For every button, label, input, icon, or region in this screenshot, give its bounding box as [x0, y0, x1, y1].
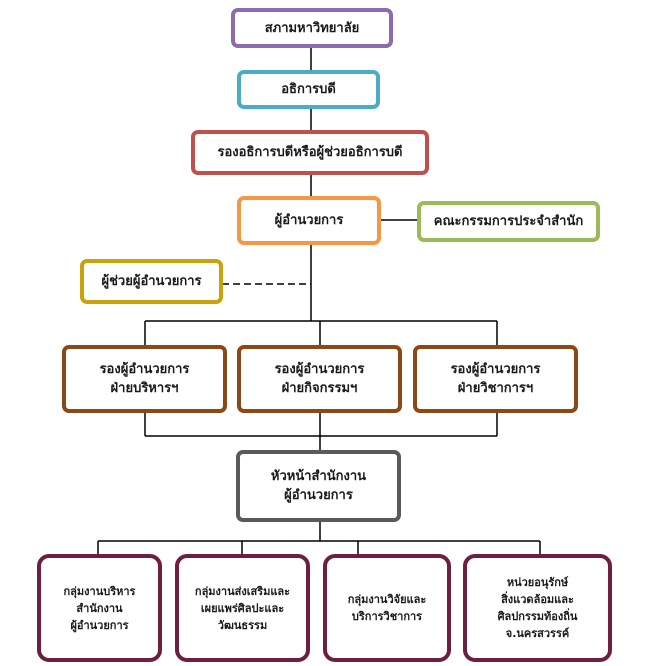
unit-conservation-line4: จ.นครสวรรค์	[505, 627, 570, 640]
deputy-academic-line2: ฝ่ายวิชาการฯ	[457, 381, 534, 396]
vice-president-box: รองอธิการบดีหรือผู้ช่วยอธิการบดี	[191, 130, 429, 175]
office-head-line2: ผู้อำนวยการ	[284, 488, 353, 503]
unit-research-line1: กลุ่มงานวิจัยและ	[347, 593, 427, 606]
director-box: ผู้อำนวยการ	[237, 196, 381, 245]
deputy-academic-box: รองผู้อำนวยการ ฝ่ายวิชาการฯ	[413, 345, 578, 413]
committee-box: คณะกรรมการประจำสำนัก	[417, 201, 600, 242]
unit-arts-line3: วัฒนธรรม	[217, 618, 268, 632]
president-label: อธิการบดี	[281, 82, 336, 97]
office-head-box: หัวหน้าสำนักงาน ผู้อำนวยการ	[236, 450, 401, 522]
deputy-activities-line2: ฝ่ายกิจกรรมฯ	[281, 381, 358, 396]
director-label: ผู้อำนวยการ	[274, 213, 344, 228]
deputy-academic-line1: รองผู้อำนวยการ	[450, 362, 541, 377]
unit-arts-line1: กลุ่มงานส่งเสริมและ	[194, 584, 291, 598]
office-head-line1: หัวหน้าสำนักงาน	[270, 469, 367, 484]
council-label: สภามหาวิทยาลัย	[264, 20, 360, 36]
unit-conservation-line1: หน่วยอนุรักษ์	[506, 576, 569, 589]
unit-research-box: กลุ่มงานวิจัยและ บริการวิชาการ	[323, 554, 451, 662]
deputy-admin-box: รองผู้อำนวยการ ฝ่ายบริหารฯ	[62, 345, 227, 413]
deputy-activities-line1: รองผู้อำนวยการ	[274, 362, 365, 377]
president-box: อธิการบดี	[237, 70, 380, 109]
unit-conservation-line2: สิ่งแวดล้อมและ	[501, 593, 574, 606]
deputy-activities-box: รองผู้อำนวยการ ฝ่ายกิจกรรมฯ	[237, 345, 402, 413]
deputy-admin-line1: รองผู้อำนวยการ	[99, 362, 190, 377]
assistant-director-box: ผู้ช่วยผู้อำนวยการ	[80, 259, 223, 304]
unit-arts-line2: เผยแพร่ศิลปะและ	[200, 601, 285, 615]
committee-label: คณะกรรมการประจำสำนัก	[433, 214, 584, 229]
unit-admin-line1: กลุ่มงานบริหาร	[63, 584, 136, 598]
council-box: สภามหาวิทยาลัย	[231, 8, 393, 48]
assistant-director-label: ผู้ช่วยผู้อำนวยการ	[101, 274, 202, 289]
unit-conservation-box: หน่วยอนุรักษ์ สิ่งแวดล้อมและ ศิลปกรรมท้อ…	[463, 554, 612, 662]
vice-president-label: รองอธิการบดีหรือผู้ช่วยอธิการบดี	[217, 145, 403, 160]
unit-conservation-line3: ศิลปกรรมท้องถิ่น	[497, 610, 578, 623]
unit-research-line2: บริการวิชาการ	[351, 610, 423, 623]
unit-admin-line2: สำนักงาน	[76, 601, 123, 615]
unit-arts-box: กลุ่มงานส่งเสริมและ เผยแพร่ศิลปะและ วัฒน…	[175, 554, 310, 662]
deputy-admin-line2: ฝ่ายบริหารฯ	[110, 381, 179, 396]
unit-admin-line3: ผู้อำนวยการ	[70, 618, 129, 632]
unit-admin-box: กลุ่มงานบริหาร สำนักงาน ผู้อำนวยการ	[37, 554, 162, 662]
